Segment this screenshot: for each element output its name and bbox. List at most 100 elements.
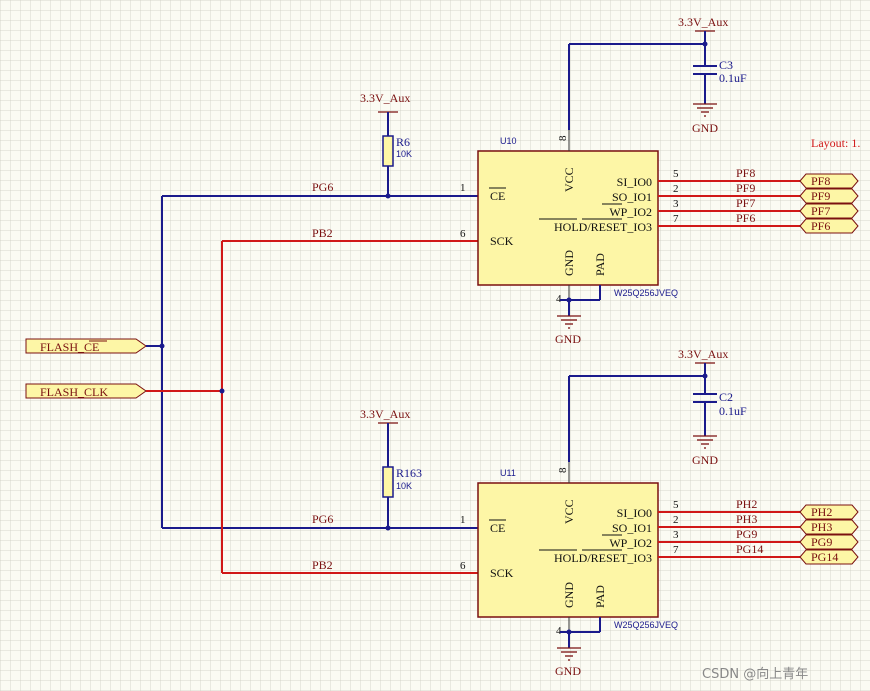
pin-num-u10-ce: 1 <box>460 182 466 194</box>
net-label-pb2-bottom: PB2 <box>312 558 333 572</box>
r6-junction <box>385 193 391 199</box>
pin-num-u10-sck: 6 <box>460 228 466 240</box>
u10-vcc-pin-num: 8 <box>557 135 569 141</box>
junction-ce <box>159 343 165 349</box>
u11-io2-pin-num: 3 <box>673 529 679 541</box>
u11-pin-io1-label: SO_IO1 <box>612 521 652 535</box>
u11-ref: U11 <box>500 468 516 478</box>
u11-gnd-symbol <box>557 647 581 661</box>
u10-pin-pad-label: PAD <box>593 253 607 276</box>
c2-gnd-symbol <box>693 435 717 449</box>
u10-io2-pin-num: 3 <box>673 198 679 210</box>
u11-gnd-pin-num: 4 <box>556 625 562 637</box>
u10-io3-port: PF6 <box>811 219 830 233</box>
u10-io1-pin-num: 2 <box>673 183 679 195</box>
u11-io3-port: PG14 <box>811 550 838 564</box>
u10-io3-pin-num: 7 <box>673 213 679 225</box>
r6-ref: R6 <box>396 135 410 149</box>
u10-gnd-label: GND <box>555 332 581 346</box>
u10-io0-port-shape <box>799 173 859 189</box>
u10-pin-gnd-label: GND <box>562 250 576 276</box>
r6-value: 10K <box>396 149 412 159</box>
pin-num-u11-ce: 1 <box>460 514 466 526</box>
u10-pin-io3-reset: RESET <box>591 220 628 234</box>
u11-power-label: 3.3V_Aux <box>678 347 728 361</box>
u11-gnd-label: GND <box>555 664 581 678</box>
r163-value: 10K <box>396 481 412 491</box>
u10-part: W25Q256JVEQ <box>614 288 678 298</box>
port-flash-ce: FLASH_CE <box>25 338 147 354</box>
r163-ref: R163 <box>396 466 422 480</box>
u11-io3-net: PG14 <box>736 542 763 556</box>
u10-io0-pin-num: 5 <box>673 168 679 180</box>
u10-gnd-symbol <box>557 315 581 329</box>
u10-io1-port-shape <box>799 188 859 204</box>
u10-power-label: 3.3V_Aux <box>678 15 728 29</box>
u10-io2-port: PF7 <box>811 204 830 218</box>
u10-pin-io3-label: HOLD/RESET_IO3 <box>554 220 652 234</box>
c2-ref: C2 <box>719 390 733 404</box>
layout-note: Layout: 1. <box>811 136 860 150</box>
net-label-pg6-top: PG6 <box>312 180 333 194</box>
watermark: CSDN @向上青年 <box>702 666 808 682</box>
u10-pin-io3-rest: _IO3 <box>626 220 652 234</box>
resistor-r6: 3.3V_Aux R6 10K <box>360 91 412 199</box>
u11-pin-pad-label: PAD <box>593 585 607 608</box>
u11-pin-io3-label: HOLD/RESET_IO3 <box>554 551 652 565</box>
u10-gnd-pin-num: 4 <box>556 293 562 305</box>
port-flash-clk-shape <box>25 383 147 399</box>
c3-ref: C3 <box>719 58 733 72</box>
u11-pin-gnd-label: GND <box>562 582 576 608</box>
r163-power-label: 3.3V_Aux <box>360 407 410 421</box>
u11-io1-pin-num: 2 <box>673 514 679 526</box>
u11-io2-net: PG9 <box>736 527 757 541</box>
u10-pin-ce-label: CE <box>490 189 505 203</box>
u10-pin-io3-slash: / <box>587 220 591 234</box>
u10-pin-io2-label: WP_IO2 <box>609 205 652 219</box>
u11-io2-port-shape <box>799 534 859 550</box>
u10-io0-net: PF8 <box>736 166 755 180</box>
u11-io3-port-shape <box>799 549 859 565</box>
junction-clk <box>219 388 225 394</box>
u11-pin-io0-label: SI_IO0 <box>617 506 652 520</box>
u11-io3-pin-num: 7 <box>673 544 679 556</box>
resistor-r163: 3.3V_Aux R163 10K <box>360 407 422 531</box>
chip-u10: U10 3.3V_Aux 8 C3 0.1uF GND CE SCK VCC <box>477 15 859 346</box>
u10-ref: U10 <box>500 136 517 146</box>
port-flash-clk-label: FLASH_CLK <box>40 385 108 399</box>
u11-part: W25Q256JVEQ <box>614 620 678 630</box>
u11-pin-io3-reset: RESET <box>591 551 628 565</box>
u10-pin-io2-rest: _IO2 <box>626 205 652 219</box>
u11-pin-vcc-label: VCC <box>562 499 576 524</box>
u10-pin-vcc-label: VCC <box>562 167 576 192</box>
port-flash-ce-shape <box>25 338 147 354</box>
u10-pin-io1-label: SO_IO1 <box>612 190 652 204</box>
r6-power-label: 3.3V_Aux <box>360 91 410 105</box>
r6-body <box>382 135 394 167</box>
u11-io0-port-shape <box>799 504 859 520</box>
chip-u11: U11 3.3V_Aux 8 C2 0.1uF GND CE SCK VCC G… <box>477 347 859 678</box>
u10-io1-port: PF9 <box>811 189 830 203</box>
u11-pin-ce-label: CE <box>490 521 505 535</box>
u10-io3-net: PF6 <box>736 211 755 225</box>
c2-gnd-label: GND <box>692 453 718 467</box>
u10-io2-port-shape <box>799 203 859 219</box>
r163-body <box>382 466 394 498</box>
u11-pin-io2-wp: WP <box>609 536 627 550</box>
u11-pin-io2-rest: _IO2 <box>626 536 652 550</box>
u11-pin-io2-label: WP_IO2 <box>609 536 652 550</box>
u11-vcc-pin-num: 8 <box>557 467 569 473</box>
u11-io0-net: PH2 <box>736 497 757 511</box>
u10-pin-io3-hold: HOLD <box>554 220 588 234</box>
u11-io2-port: PG9 <box>811 535 832 549</box>
port-flash-ce-label: FLASH_CE <box>40 340 99 354</box>
u11-pin-io3-rest: _IO3 <box>626 551 652 565</box>
c2-value: 0.1uF <box>719 404 747 418</box>
c3-gnd-symbol <box>693 103 717 117</box>
u11-io0-port: PH2 <box>811 505 832 519</box>
u10-body <box>477 150 659 286</box>
u11-pin-sck-label: SCK <box>490 566 514 580</box>
u11-pin-io3-slash: / <box>587 551 591 565</box>
pin-num-u11-sck: 6 <box>460 560 466 572</box>
